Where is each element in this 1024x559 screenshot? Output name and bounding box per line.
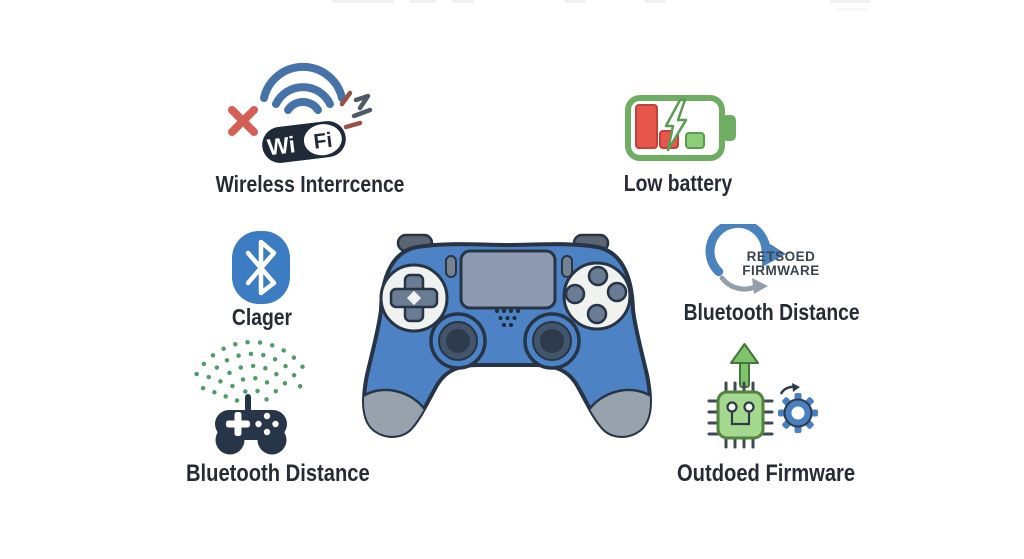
callout-label-wireless-interference: Wireless Interrcence [215,171,405,197]
lightning-bolt-icon [664,98,688,152]
callout-label-bluetooth-distance-bottom: Bluetooth Distance [186,460,370,487]
badge-line1: RETSOED [747,249,816,264]
chip-icon [707,381,774,449]
arrowhead [762,239,786,267]
wifi-logo: Wi Fi [262,121,346,163]
gear-icon [778,383,818,433]
update-arrow-icon [730,343,759,388]
action-buttons [564,265,628,325]
game-controller-illustration [362,233,652,438]
restore-firmware-icon: RETSOED FIRMWARE [705,224,820,294]
callout-label-low-battery: Low battery [623,170,733,196]
small-arrowhead [752,278,768,294]
interference-crack-icon [339,90,373,130]
wifi-logo-wi: Wi [266,131,297,160]
bluetooth-icon [232,231,290,304]
signal-dots-arcs [194,339,310,403]
wifi-blocked-icon: Wi Fi [228,62,373,163]
right-analog-stick [523,312,581,370]
dpad [389,273,439,323]
chip-update-icon [707,343,818,449]
action-buttons-disc [562,261,632,331]
touchpad [459,249,557,310]
callout-label-clager: Clager [231,304,293,330]
signal-range-icon [194,339,310,455]
wifi-logo-fi: Fi [312,129,333,154]
x-mark-icon [228,106,258,136]
callout-label-outdoed-firmware: Outdoed Firmware [677,460,856,487]
options-button [561,255,573,278]
wifi-signal-arcs [260,62,346,114]
left-analog-stick [429,312,487,370]
speaker-holes [495,309,520,327]
badge-line2: FIRMWARE [742,263,820,278]
callout-label-bluetooth-distance-right: Bluetooth Distance [683,299,860,325]
low-battery-icon [625,95,736,161]
share-button [445,255,457,278]
mini-controller-icon [215,394,287,455]
controller-grips [364,388,650,436]
